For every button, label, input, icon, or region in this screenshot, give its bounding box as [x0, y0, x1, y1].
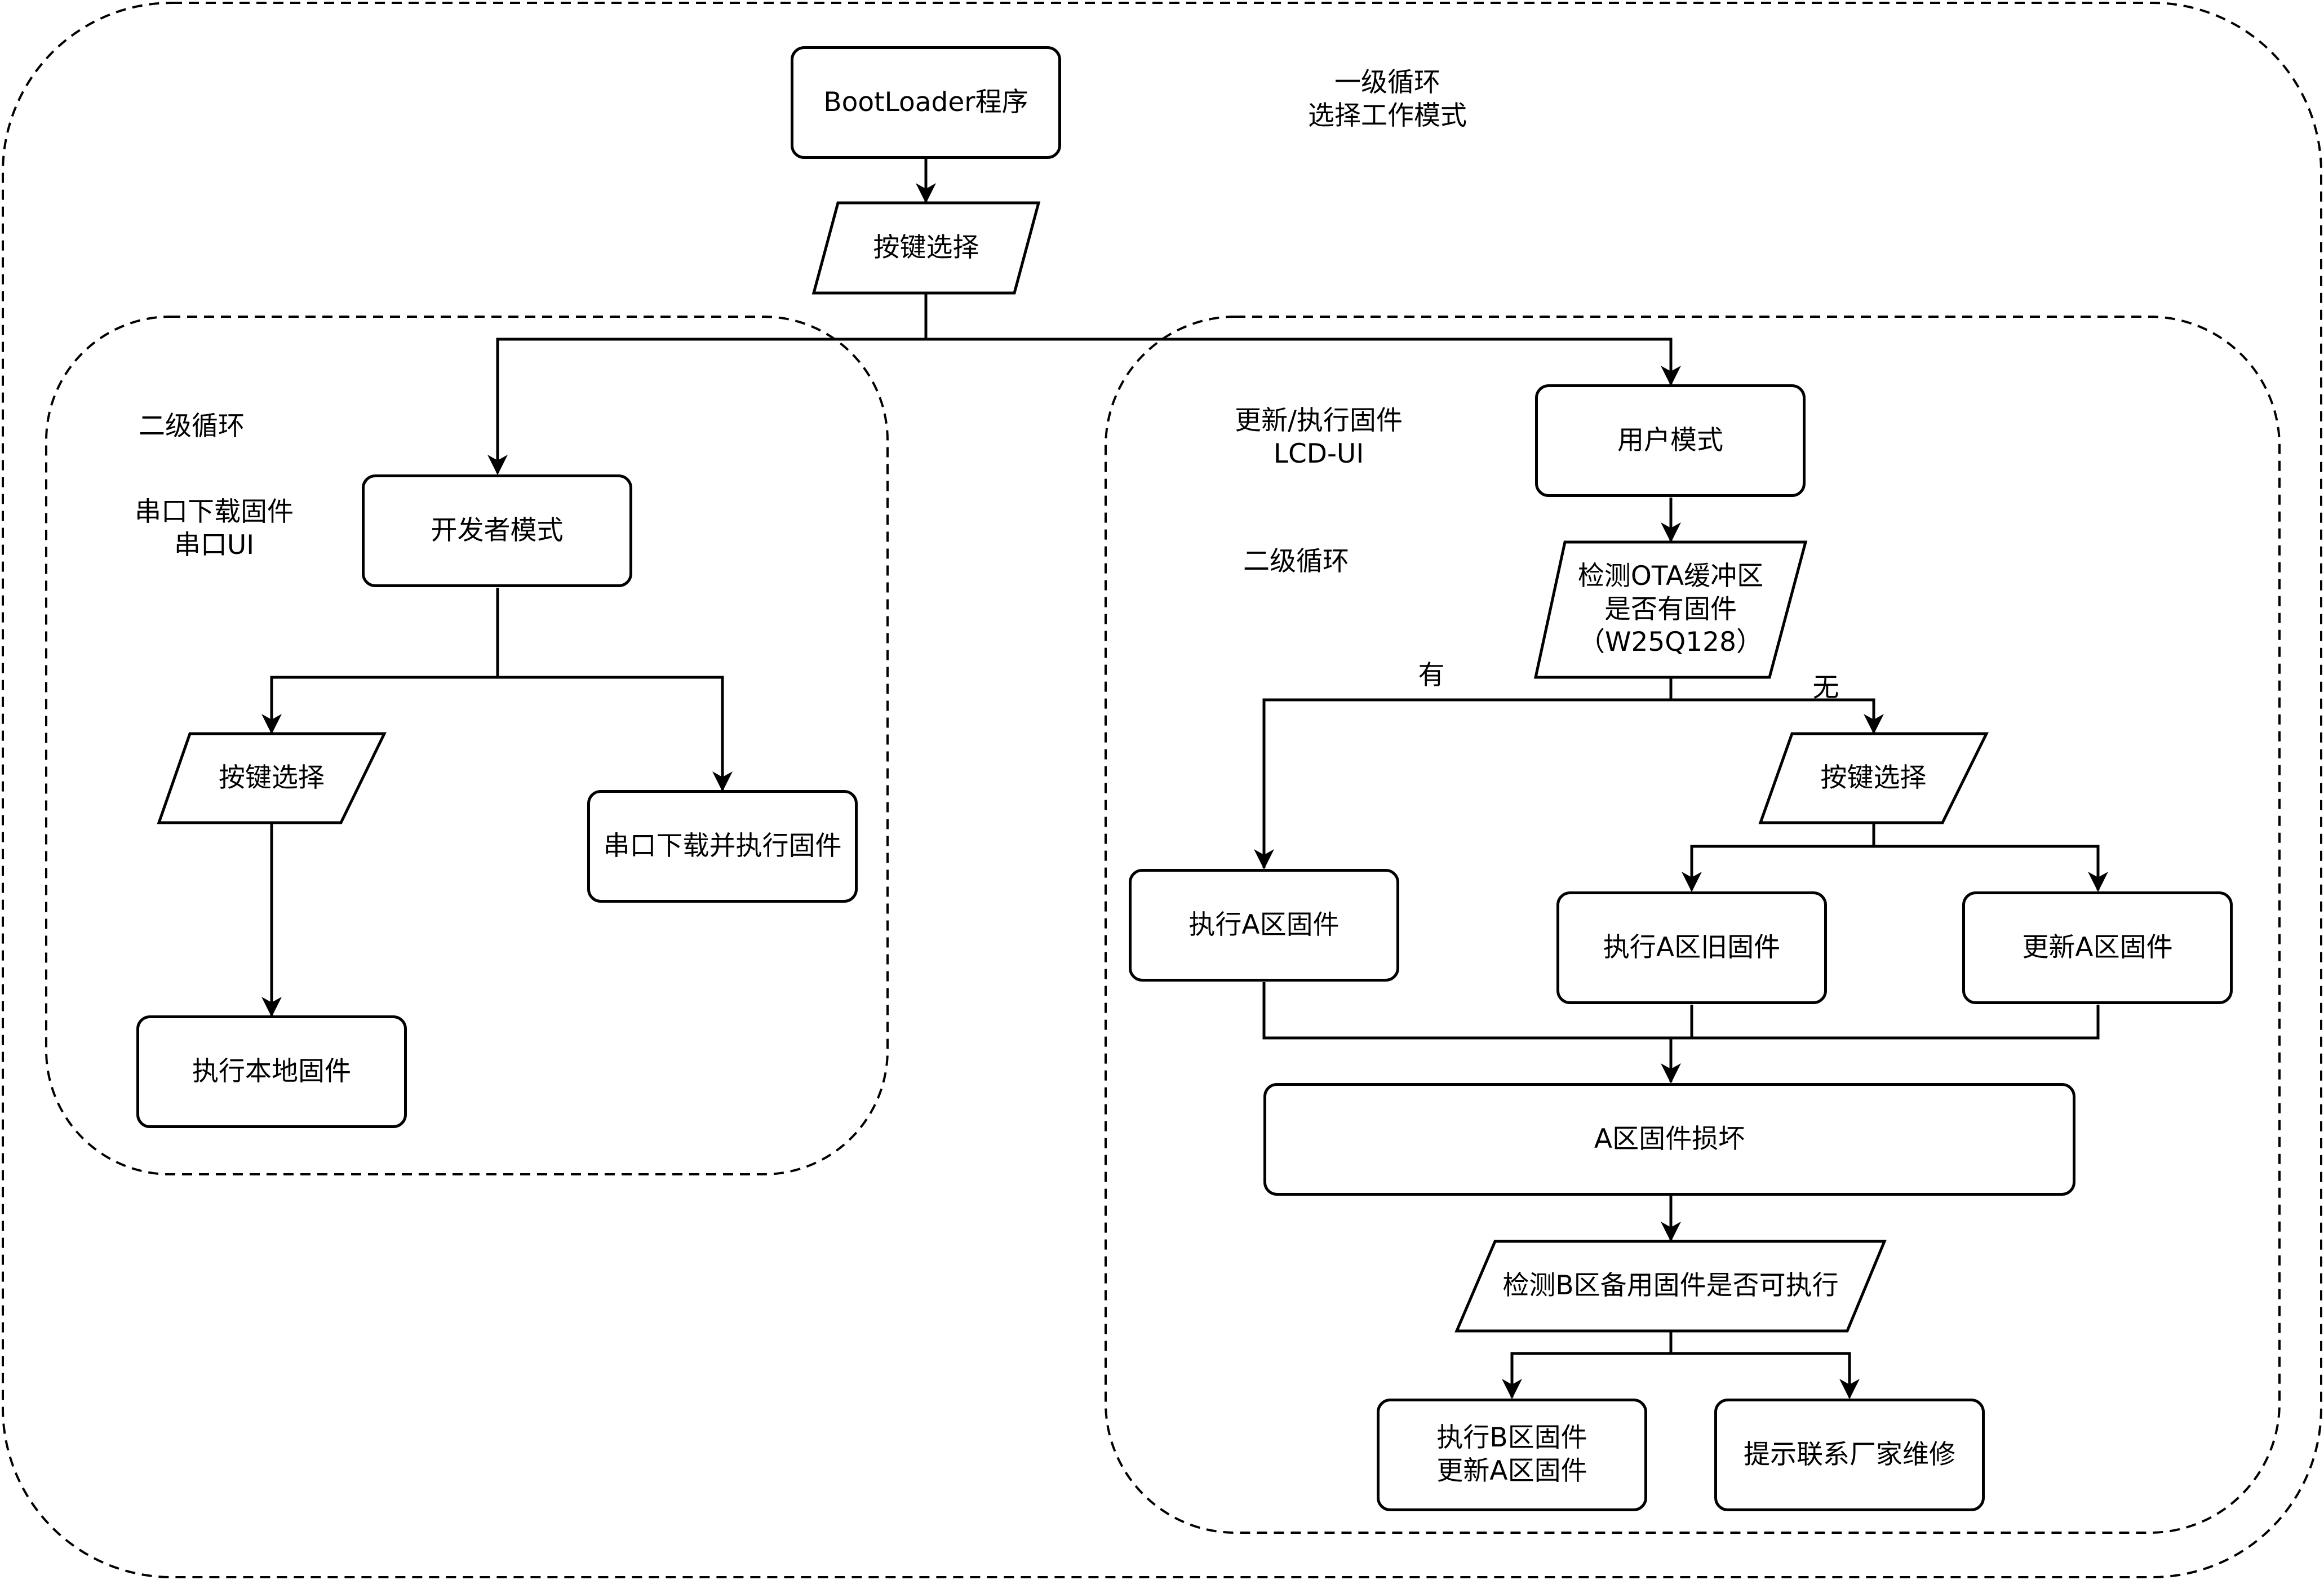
- user-description: 更新/执行固件 LCD-UI: [1235, 405, 1403, 469]
- user-loop-container: [1105, 316, 2281, 1534]
- exec-a-old-node: 执行A区旧固件: [1556, 891, 1827, 1004]
- serial-download-node: 串口下载并执行固件: [587, 790, 858, 903]
- key-select-user-text: 按键选择: [1820, 762, 1927, 793]
- developer-mode-node: 开发者模式: [362, 474, 632, 587]
- connectors: [261, 159, 2108, 1399]
- user-mode-node: 用户模式: [1535, 384, 1806, 497]
- developer-loop-container: [45, 316, 889, 1175]
- user-level2-annotation: 二级循环: [1243, 546, 1349, 577]
- edge-label-yes: 有: [1418, 660, 1445, 691]
- a-damaged-node: A区固件损坏: [1263, 1083, 2075, 1196]
- dev-level2-annotation: 二级循环: [139, 411, 245, 442]
- key-select-top-text: 按键选择: [873, 232, 979, 263]
- check-b-text: 检测B区备用固件是否可执行: [1502, 1270, 1839, 1302]
- contact-vendor-node: 提示联系厂家维修: [1714, 1399, 1985, 1511]
- exec-b-update-a-node: 执行B区固件 更新A区固件: [1377, 1399, 1647, 1511]
- exec-a-node: 执行A区固件: [1129, 869, 1399, 982]
- update-a-node: 更新A区固件: [1962, 891, 2233, 1004]
- check-b-shape: [1454, 1240, 1887, 1333]
- key-select-dev-shape: [157, 732, 387, 824]
- check-ota-text: 检测OTA缓冲区 是否有固件 （W25Q128）: [1577, 560, 1764, 658]
- check-ota-shape: [1533, 540, 1808, 679]
- key-select-user-shape: [1758, 732, 1989, 824]
- bootloader-node: BootLoader程序: [791, 46, 1061, 159]
- edge-label-no: 无: [1812, 672, 1839, 703]
- level1-annotation: 一级循环 选择工作模式: [1308, 67, 1467, 131]
- exec-local-node: 执行本地固件: [136, 1015, 407, 1128]
- key-select-dev-text: 按键选择: [219, 762, 325, 793]
- key-select-top-shape: [811, 201, 1041, 295]
- dev-description: 串口下载固件 串口UI: [135, 496, 294, 561]
